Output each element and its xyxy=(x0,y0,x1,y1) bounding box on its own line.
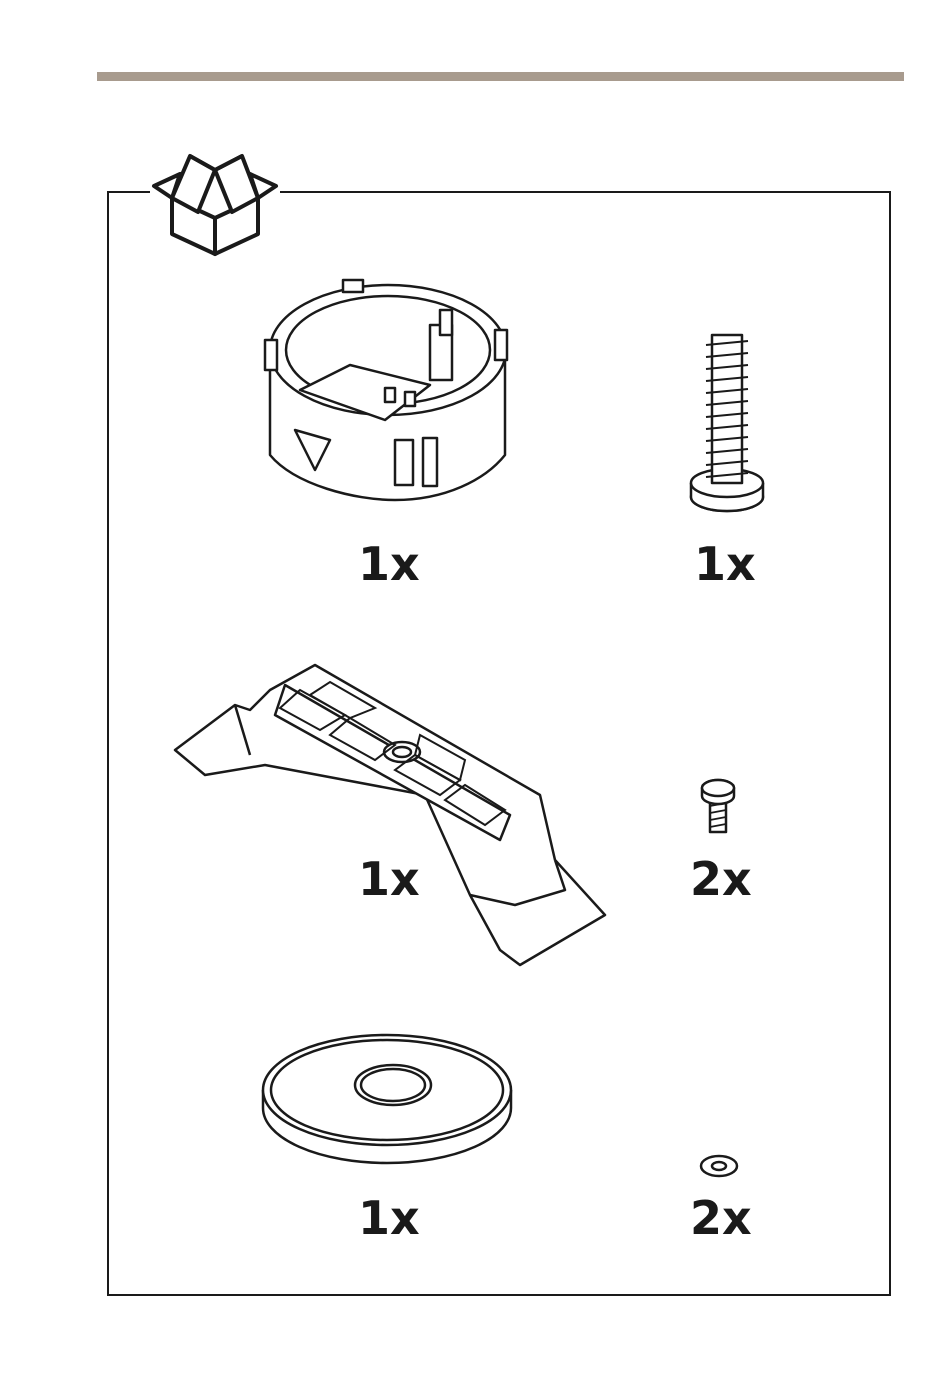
washer-icon xyxy=(698,1152,740,1180)
cover-ring-plate-icon xyxy=(255,1020,520,1170)
quantity-label: 2x xyxy=(690,856,752,902)
quantity-label: 1x xyxy=(358,541,420,587)
quantity-label: 1x xyxy=(694,541,756,587)
long-plastic-screw-icon xyxy=(680,325,775,520)
recessed-mount-housing-icon xyxy=(255,270,525,510)
small-torx-screw-icon xyxy=(698,778,738,836)
package-box-icon xyxy=(150,148,280,258)
mounting-bracket-icon xyxy=(170,660,610,970)
header-rule xyxy=(97,72,904,81)
quantity-label: 1x xyxy=(358,1195,420,1241)
quantity-label: 2x xyxy=(690,1195,752,1241)
quantity-label: 1x xyxy=(358,856,420,902)
